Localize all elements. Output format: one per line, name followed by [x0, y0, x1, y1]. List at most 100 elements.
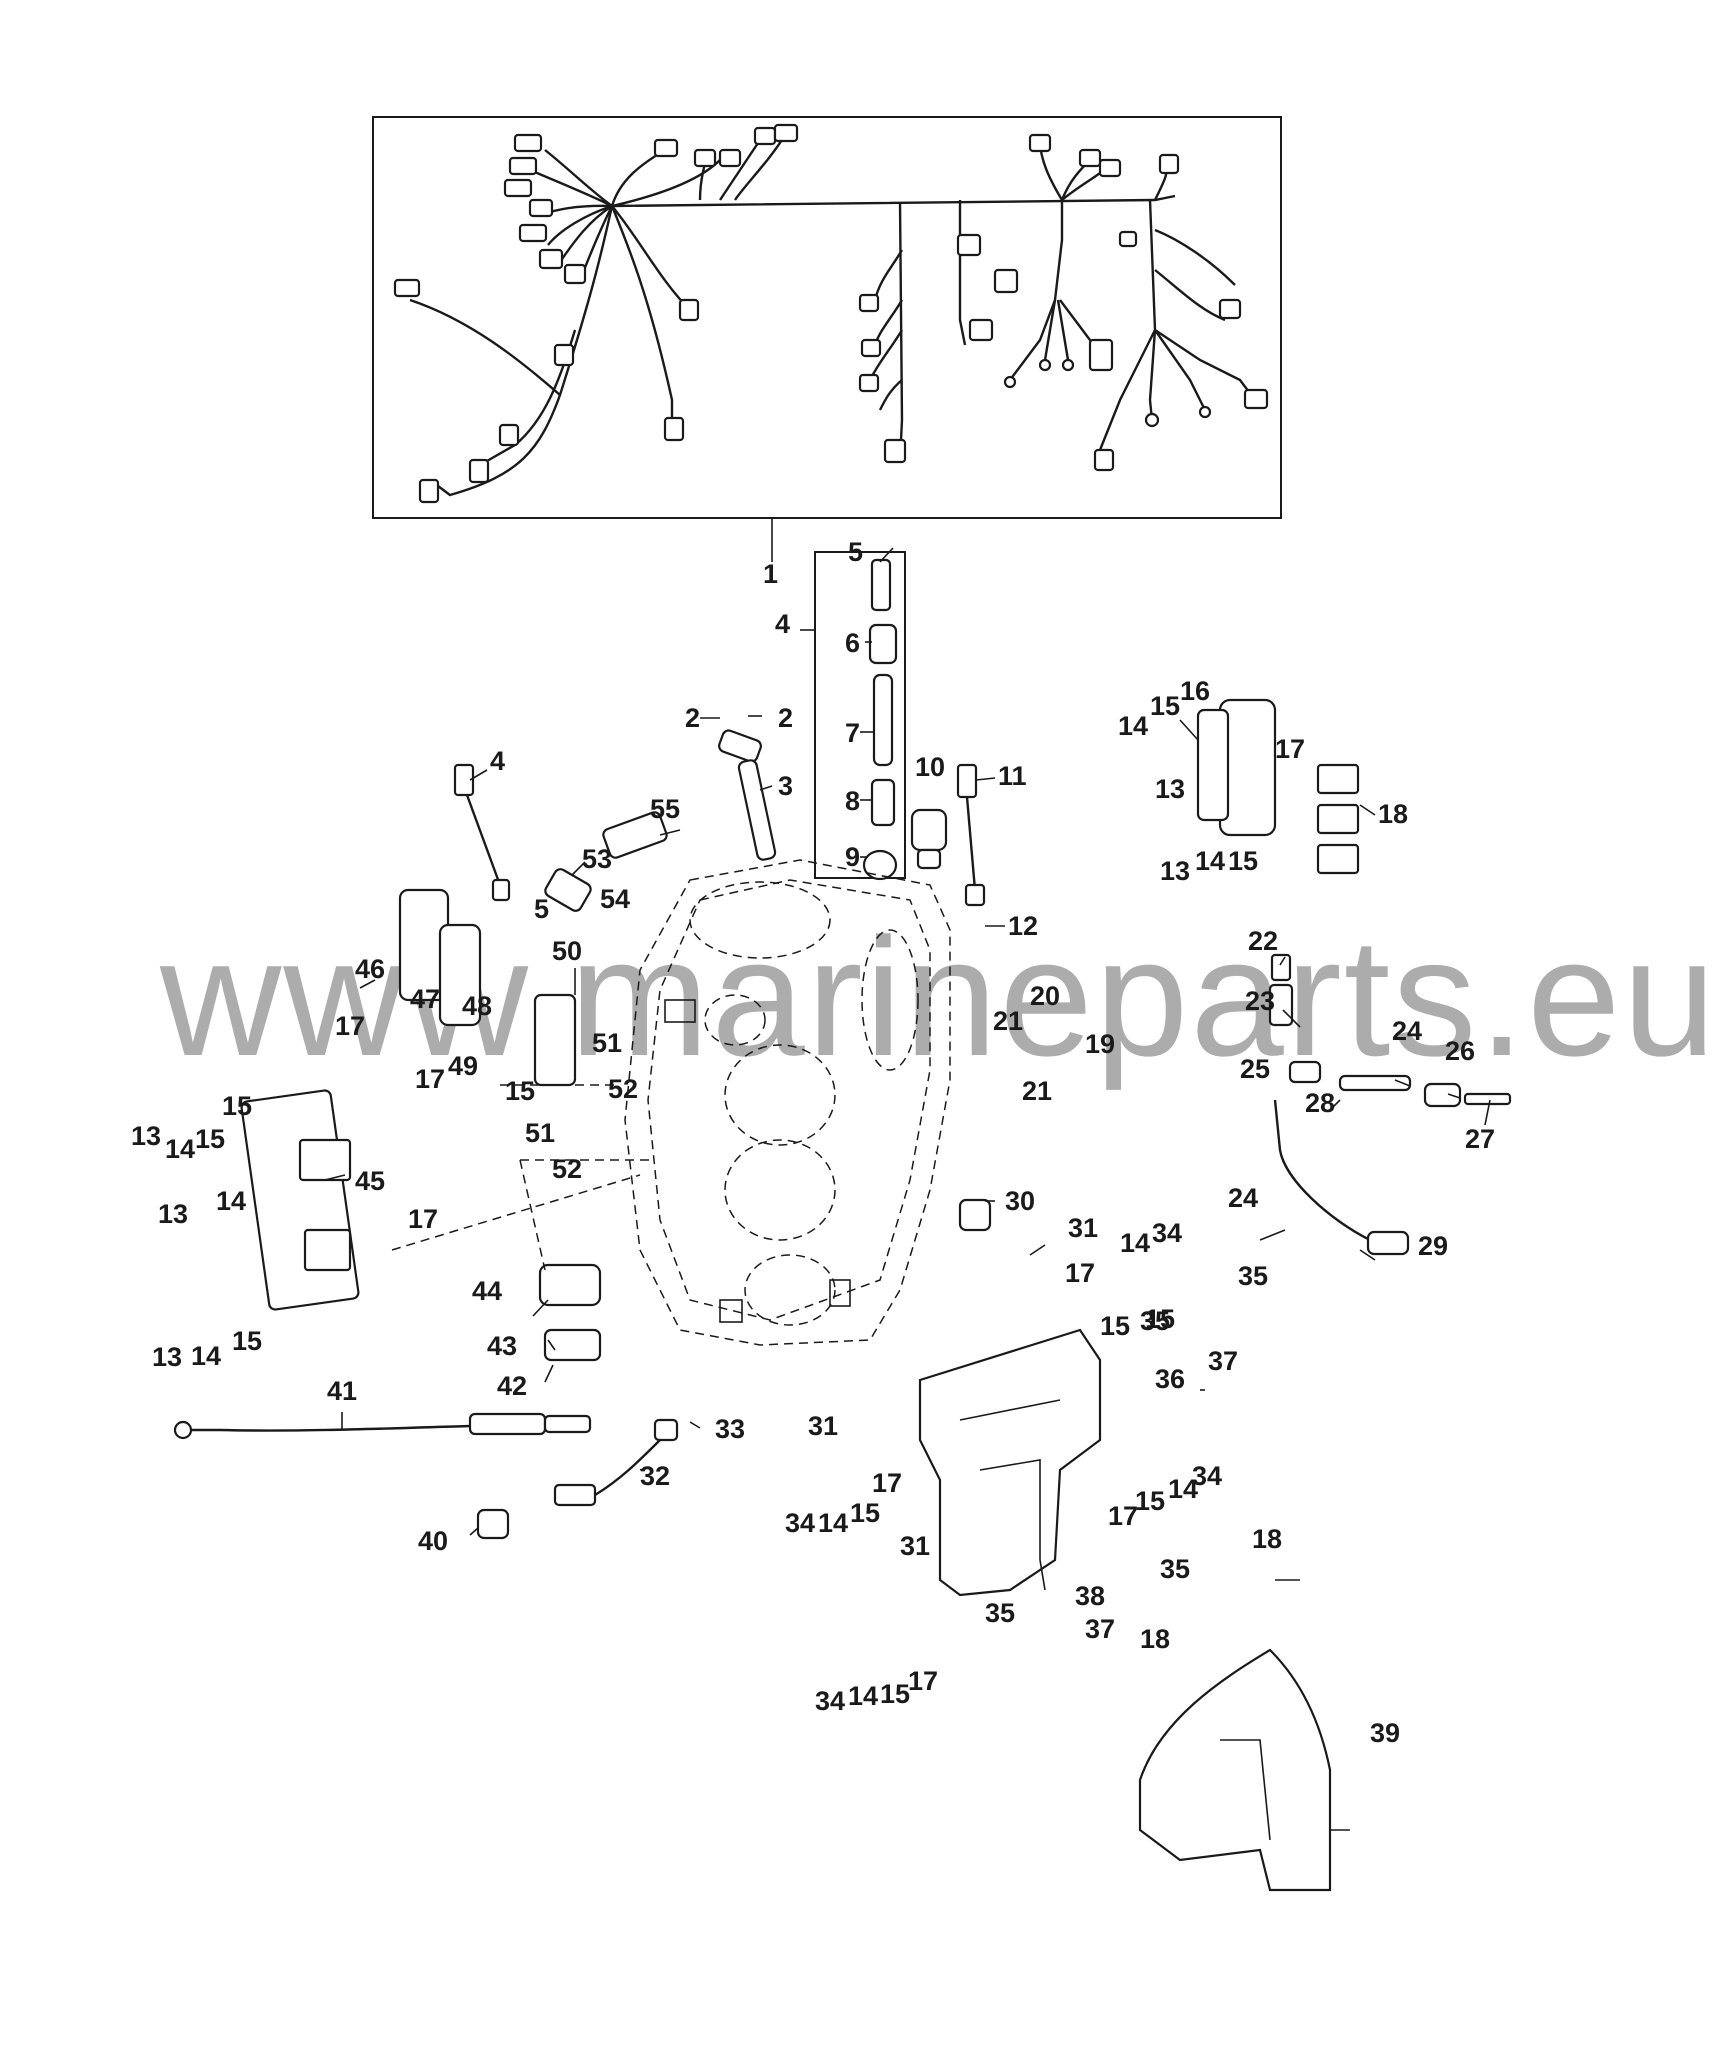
callout-31-a: 31 [1068, 1213, 1098, 1243]
callout-4-sensor: 4 [490, 746, 505, 776]
callout-15-f: 15 [505, 1076, 535, 1106]
parts-drawings [173, 698, 1512, 1892]
callout-2-left: 2 [685, 703, 700, 733]
callout-18-a: 18 [1378, 799, 1408, 829]
callout-15-a: 15 [1150, 691, 1180, 721]
callout-13-e: 13 [152, 1342, 182, 1372]
callout-40: 40 [418, 1526, 448, 1556]
wiring-harness-group [372, 116, 1282, 562]
callout-9: 9 [845, 842, 860, 872]
callout-11: 11 [998, 761, 1027, 791]
part-9-nut [862, 849, 898, 881]
callout-31-c: 31 [900, 1531, 930, 1561]
callout-17-b: 17 [335, 1011, 365, 1041]
callout-21-a: 21 [993, 1006, 1023, 1036]
callout-17-a: 17 [1275, 734, 1305, 764]
injector-kit-group [800, 551, 906, 881]
callout-14-e: 14 [191, 1341, 221, 1371]
callout-52-b: 52 [552, 1154, 582, 1184]
callout-17-d: 17 [408, 1204, 438, 1234]
callout-41: 41 [327, 1376, 357, 1406]
callout-15-d: 15 [195, 1124, 225, 1154]
harness-trunk [611, 194, 1176, 208]
callout-38: 38 [1075, 1581, 1105, 1611]
callout-36: 36 [1155, 1364, 1185, 1394]
callout-24-a: 24 [1392, 1016, 1422, 1046]
callout-15-g: 15 [1100, 1311, 1130, 1341]
callout-19: 19 [1085, 1029, 1115, 1059]
callout-27: 27 [1465, 1124, 1495, 1154]
callout-16: 16 [1180, 676, 1210, 706]
callout-13-d: 13 [158, 1199, 188, 1229]
callout-17-c: 17 [415, 1064, 445, 1094]
callout-34-b: 34 [785, 1508, 815, 1538]
callout-51-b: 51 [525, 1118, 555, 1148]
callout-14-c: 14 [165, 1134, 195, 1164]
callout-44: 44 [472, 1276, 502, 1306]
callout-31-b: 31 [808, 1411, 838, 1441]
callout-20: 20 [1030, 981, 1060, 1011]
callout-28: 28 [1305, 1088, 1335, 1118]
callout-4-kit: 4 [775, 609, 790, 639]
callout-51-a: 51 [592, 1028, 622, 1058]
leader-lines [324, 547, 1491, 1831]
part-8-nozzle [870, 778, 896, 827]
callout-26: 26 [1445, 1036, 1475, 1066]
callout-17-g: 17 [1108, 1501, 1138, 1531]
part-7-tube [872, 673, 894, 767]
engine-block [624, 859, 951, 1346]
callout-34-d: 34 [815, 1686, 845, 1716]
callout-15-c: 15 [222, 1091, 252, 1121]
callout-39: 39 [1370, 1718, 1400, 1748]
callout-5-kit: 5 [848, 537, 863, 567]
harness-connectors [393, 123, 1269, 504]
callout-24-b: 24 [1228, 1183, 1258, 1213]
callout-22: 22 [1248, 926, 1278, 956]
callout-35-a: 35 [1238, 1261, 1268, 1291]
callout-34-a: 34 [1152, 1218, 1182, 1248]
callout-37-b: 37 [1085, 1614, 1115, 1644]
callout-3: 3 [778, 771, 793, 801]
callout-49: 49 [448, 1051, 478, 1081]
callout-15-k: 15 [880, 1679, 910, 1709]
callout-53: 53 [582, 844, 612, 874]
callout-17-h: 17 [908, 1666, 938, 1696]
callout-35-c: 35 [1160, 1554, 1190, 1584]
callout-54: 54 [600, 884, 630, 914]
part-5-pin [870, 558, 892, 612]
callout-18-c: 18 [1140, 1624, 1170, 1654]
callout-14-h: 14 [1168, 1474, 1198, 1504]
callout-7: 7 [845, 718, 860, 748]
callout-15-h: 15 [1145, 1304, 1175, 1334]
callout-45: 45 [355, 1166, 385, 1196]
injector-kit-frame [814, 551, 906, 879]
callout-46: 46 [355, 954, 385, 984]
callout-42: 42 [497, 1371, 527, 1401]
callout-8: 8 [845, 786, 860, 816]
callout-47: 47 [410, 984, 440, 1014]
callout-14-i: 14 [848, 1681, 878, 1711]
callout-14-a: 14 [1118, 711, 1148, 741]
callout-37-a: 37 [1208, 1346, 1238, 1376]
callout-30: 30 [1005, 1186, 1035, 1216]
callout-15-e: 15 [232, 1326, 262, 1356]
callout-32: 32 [640, 1461, 670, 1491]
callout-15-b: 15 [1228, 846, 1258, 876]
callout-35-b: 35 [1140, 1306, 1170, 1336]
callout-15-i: 15 [850, 1498, 880, 1528]
callout-13-c: 13 [131, 1121, 161, 1151]
callout-14-b: 14 [1195, 846, 1225, 876]
callout-14-g: 14 [818, 1508, 848, 1538]
callout-23: 23 [1245, 986, 1275, 1016]
harness-branches [409, 134, 1256, 497]
callout-33: 33 [715, 1414, 745, 1444]
callout-43: 43 [487, 1331, 517, 1361]
callout-55: 55 [650, 794, 680, 824]
callout-13-a: 13 [1155, 774, 1185, 804]
harness-frame [372, 116, 1282, 519]
callout-50: 50 [552, 936, 582, 966]
callout-35-d: 35 [985, 1598, 1015, 1628]
callout-48: 48 [462, 991, 492, 1021]
callout-17-e: 17 [1065, 1258, 1095, 1288]
